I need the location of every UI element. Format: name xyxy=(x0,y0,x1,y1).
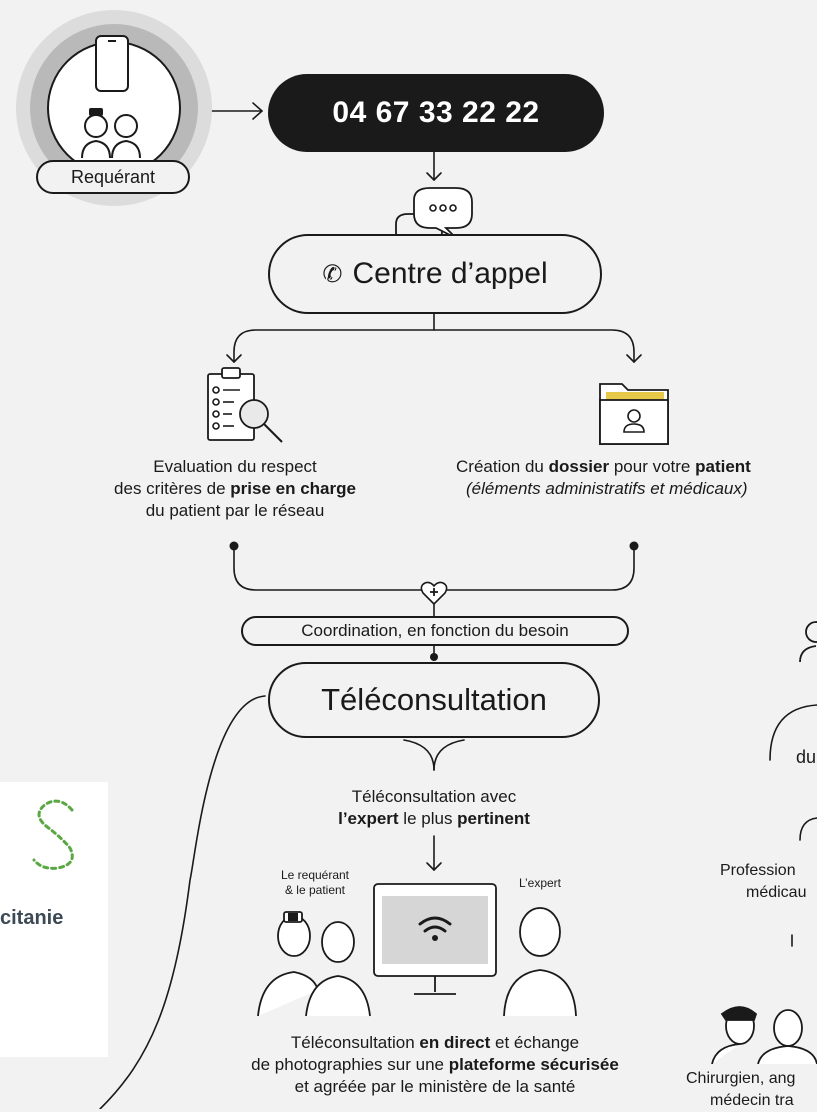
phone-number-pill[interactable]: 04 67 33 22 22 xyxy=(268,74,604,152)
dossier-text: Création du dossier pour votre patient (… xyxy=(456,457,751,498)
phone-number[interactable]: 04 67 33 22 22 xyxy=(332,96,540,129)
logo-s-icon xyxy=(32,799,74,870)
right-du-text: du xyxy=(796,747,817,767)
call-center-title: Centre d’appel xyxy=(352,257,548,290)
requerant-circle xyxy=(14,8,214,208)
requerant-icon xyxy=(16,10,212,206)
teleconsultation-pill: Téléconsultation xyxy=(268,662,600,738)
checklist-search-icon xyxy=(207,367,283,443)
folder-icon xyxy=(599,383,669,445)
coordination-pill: Coordination, en fonction du besoin xyxy=(241,616,629,646)
medical-staff-icon xyxy=(711,1006,817,1064)
expert-label: L’expert xyxy=(518,876,562,890)
teleconsultation-scene-icon xyxy=(257,883,577,1017)
call-center-pill: ✆ Centre d’appel xyxy=(268,234,602,314)
requerant-label: Requérant xyxy=(36,160,190,194)
expert-text: Téléconsultation avec l’expert le plus p… xyxy=(338,787,530,828)
person-outline-icon xyxy=(799,621,817,662)
right-profession-text: Profession médicau xyxy=(720,862,807,901)
right-chirurgien-text: Chirurgien, ang médecin tra xyxy=(686,1070,796,1109)
evaluation-text: Evaluation du respect des critères de pr… xyxy=(114,457,356,520)
heart-plus-icon xyxy=(420,581,448,606)
teleconsultation-title: Téléconsultation xyxy=(321,682,547,717)
direct-text: Téléconsultation en direct et échange de… xyxy=(251,1033,619,1096)
logo-card: citanie xyxy=(0,782,108,1057)
logo-text: citanie xyxy=(0,907,64,929)
phone-icon: ✆ xyxy=(322,260,343,288)
requerant-patient-label: Le requérant & le patient xyxy=(280,868,350,897)
